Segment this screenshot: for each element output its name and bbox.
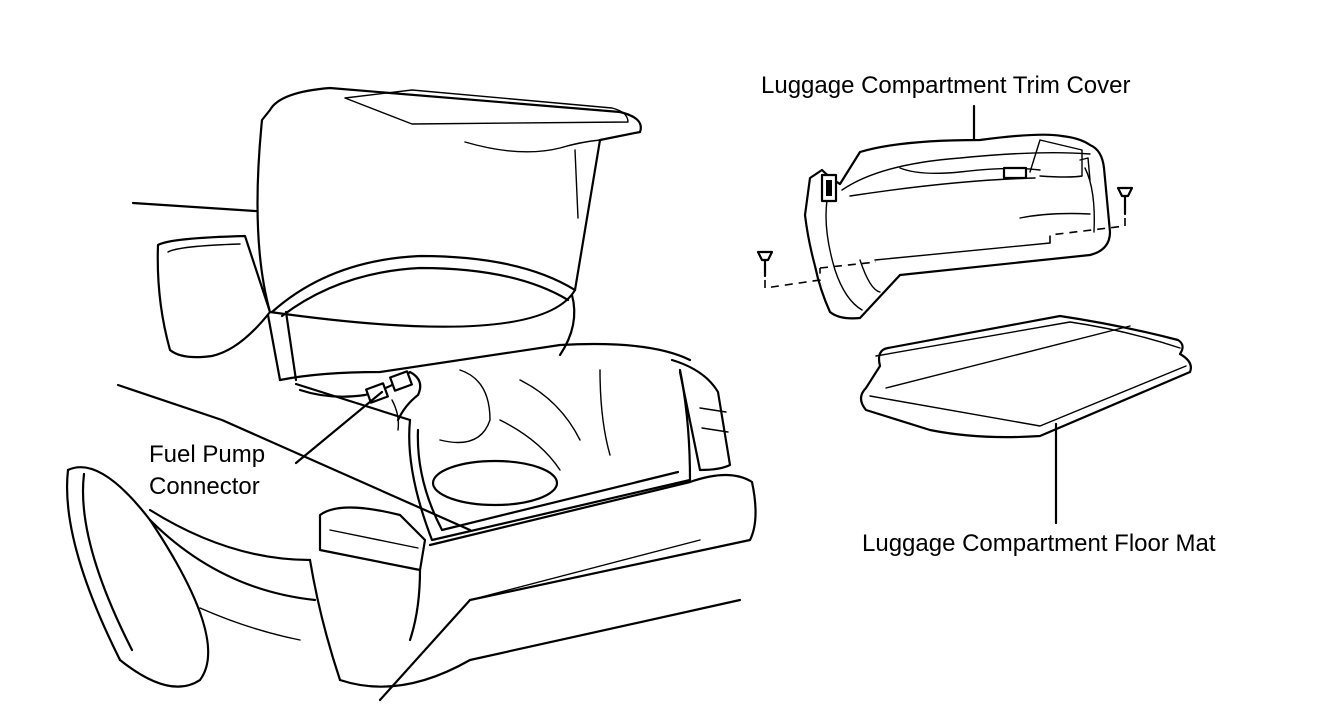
floor-mat-label: Luggage Compartment Floor Mat — [862, 530, 1216, 557]
fuel-pump-connector-leader — [294, 390, 384, 465]
car-rear-illustration — [65, 86, 757, 702]
trim-cover-label: Luggage Compartment Trim Cover — [761, 72, 1131, 99]
fuel-pump-connector-label-line2: Connector — [149, 473, 260, 500]
floor-mat-illustration — [859, 314, 1192, 525]
clip-icon — [756, 250, 774, 278]
clip-icon — [1116, 186, 1134, 216]
fuel-pump-connector-label-line1: Fuel Pump — [149, 441, 266, 468]
trim-cover-illustration — [756, 104, 1134, 320]
